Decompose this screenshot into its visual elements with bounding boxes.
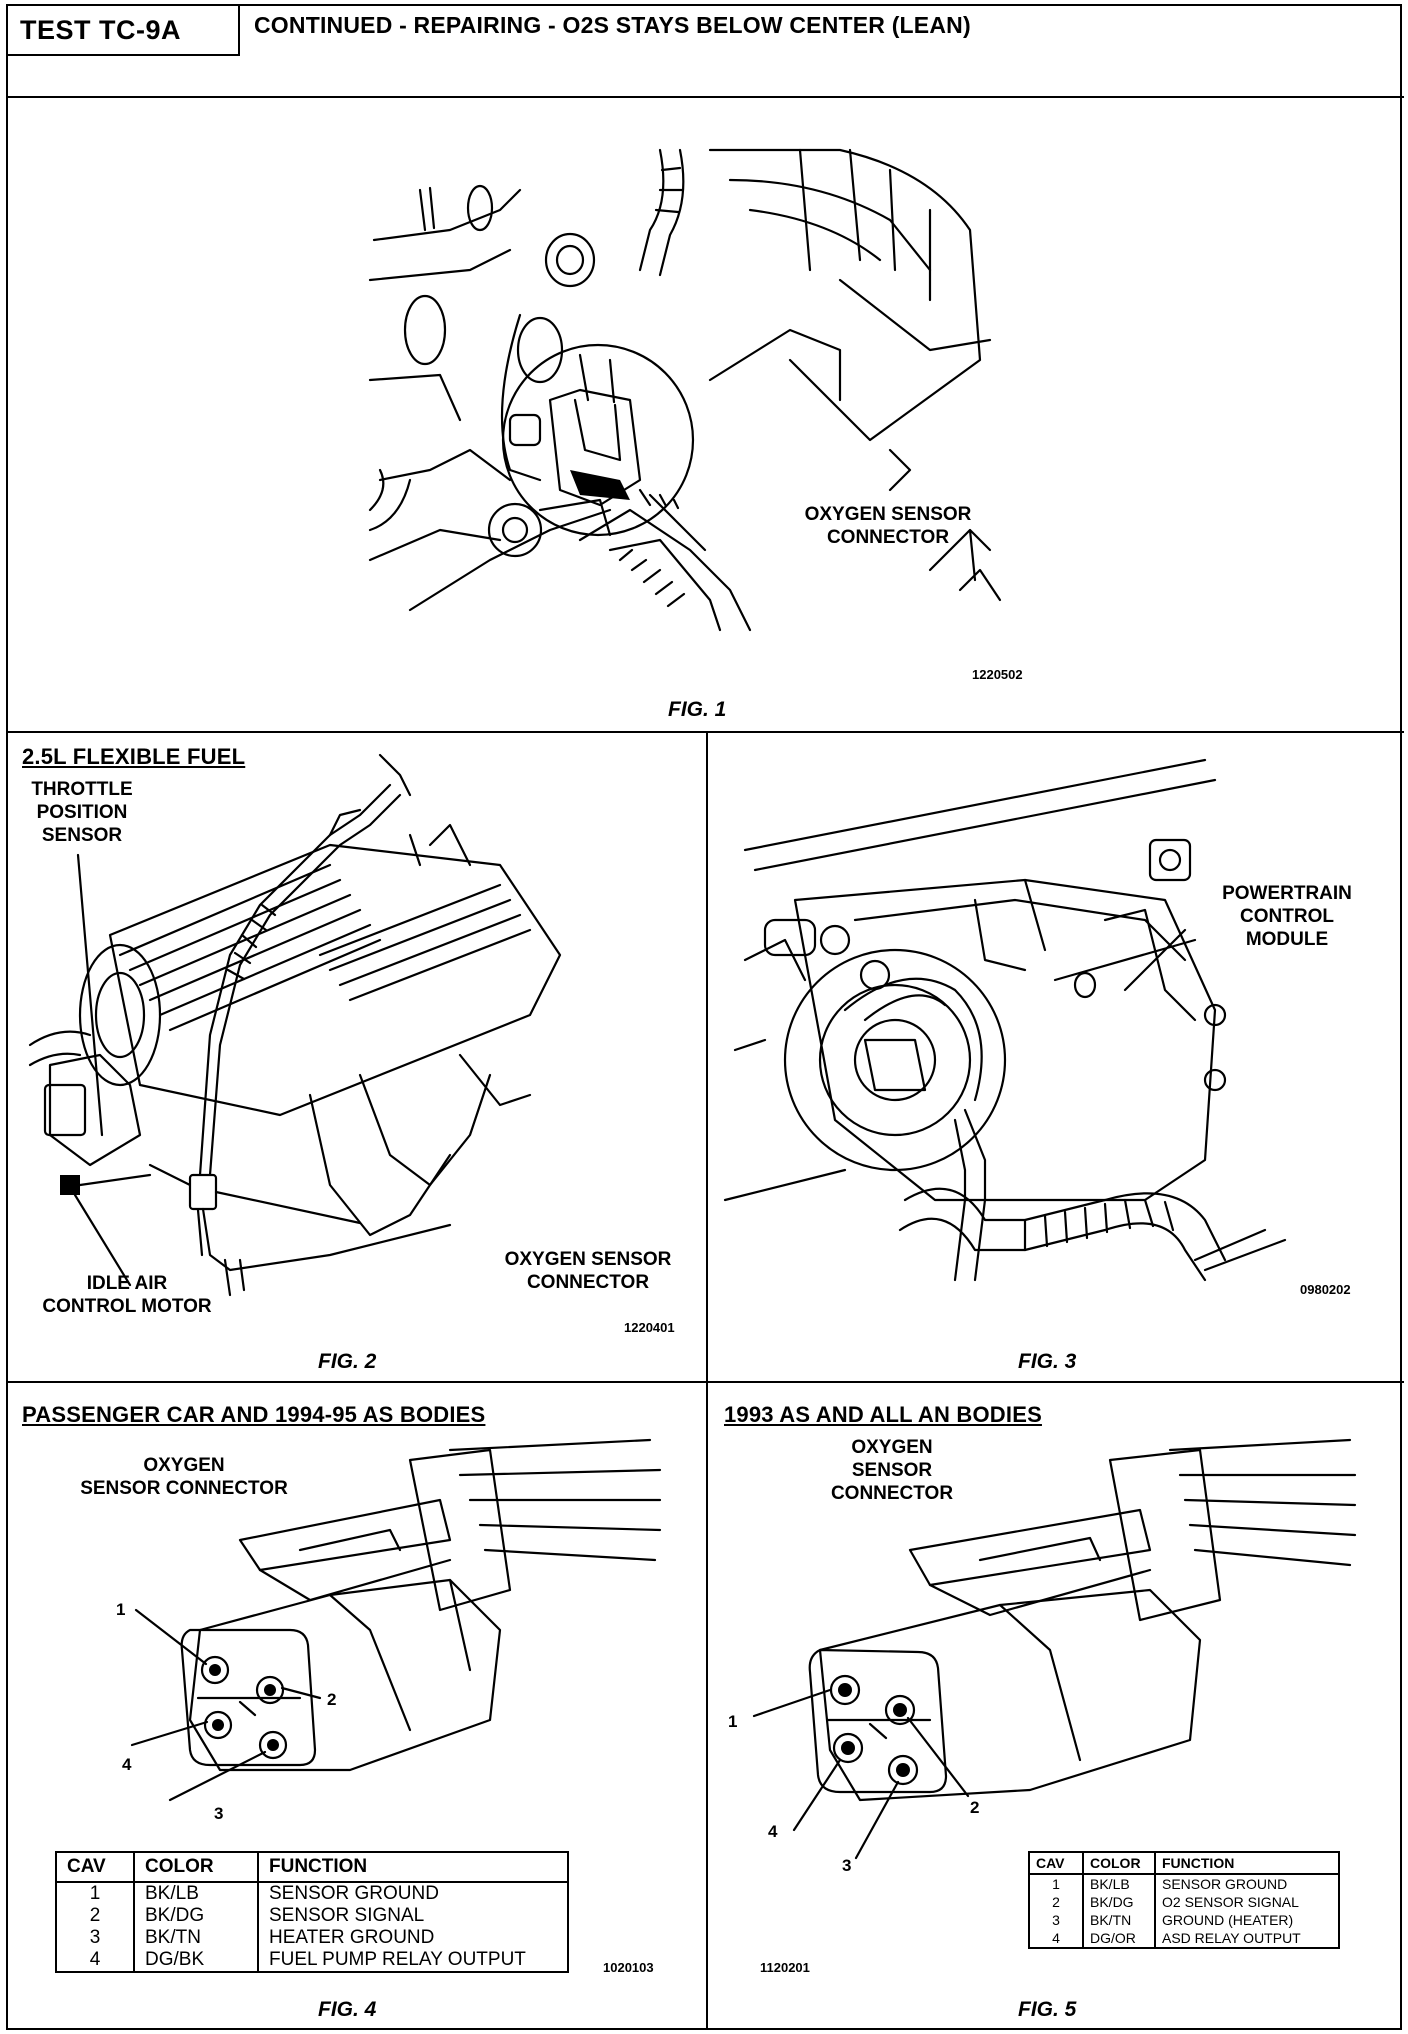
fig4-pin-3: 3 [214,1804,224,1823]
header-divider [6,96,1404,98]
page-frame [6,4,1402,2030]
fig5-cav: 4 [1029,1929,1084,1948]
fig5-color: DG/OR [1083,1929,1156,1948]
row1-divider [6,731,1404,733]
fig4-cavity-table: CAV COLOR FUNCTION 1 BK/LB SENSOR GROUND… [55,1851,569,1973]
fig4-function: HEATER GROUND [269,1927,435,1948]
table-row: 1 BK/LB SENSOR GROUND [1029,1874,1339,1893]
fig1-code: 1220502 [972,667,1023,682]
fig4-code: 1020103 [603,1960,654,1975]
fig4-color: BK/LB [134,1882,259,1905]
table-row: 2 BK/DG O2 SENSOR SIGNAL [1029,1893,1339,1911]
fig5-function: GROUND (HEATER) [1162,1912,1294,1928]
fig5-cavity-table: CAV COLOR FUNCTION 1 BK/LB SENSOR GROUND… [1028,1851,1340,1949]
fig2-caption: FIG. 2 [318,1350,377,1373]
fig5-code: 1120201 [760,1960,810,1975]
fig5-col-function: FUNCTION [1155,1852,1339,1875]
fig4-connector-illustration [130,1438,662,1802]
test-id: TEST TC-9A [8,6,240,56]
fig4-cav: 1 [56,1882,135,1905]
fig4-cav: 4 [56,1949,135,1972]
fig5-col-color: COLOR [1083,1852,1156,1875]
fig5-col-cav: CAV [1029,1852,1084,1875]
fig1-caption: FIG. 1 [668,698,727,721]
fig5-pin-1: 1 [728,1712,738,1731]
fig3-code: 0980202 [1300,1282,1351,1297]
fig5-function: SENSOR GROUND [1162,1876,1288,1892]
fig4-col-cav: CAV [56,1852,135,1883]
fig5-color: BK/LB [1083,1874,1156,1893]
fig4-section-title: PASSENGER CAR AND 1994-95 AS BODIES [22,1402,486,1427]
fig4-col-color: COLOR [134,1852,259,1883]
fig5-pin-3: 3 [842,1856,852,1875]
fig5-caption: FIG. 5 [1018,1998,1077,2021]
fig4-cav: 2 [56,1905,135,1927]
fig4-function: SENSOR SIGNAL [269,1905,425,1926]
fig4-function: FUEL PUMP RELAY OUTPUT [269,1949,526,1970]
fig4-function: SENSOR GROUND [269,1883,439,1904]
table-row: 4 DG/OR ASD RELAY OUTPUT [1029,1929,1339,1948]
fig5-color: BK/DG [1083,1893,1156,1911]
fig2-code: 1220401 [624,1320,675,1335]
fig4-color: DG/BK [134,1949,259,1972]
fig5-color: BK/TN [1083,1911,1156,1929]
fig4-col-function: FUNCTION [258,1852,568,1883]
fig5-function: O2 SENSOR SIGNAL [1162,1894,1299,1910]
fig5-connector-illustration [752,1438,1357,1860]
fig4-pin-1: 1 [116,1600,126,1619]
fig5-function: ASD RELAY OUTPUT [1162,1930,1301,1946]
fig4-pin-2: 2 [327,1690,337,1709]
table-row: 4 DG/BK FUEL PUMP RELAY OUTPUT [56,1949,568,1972]
fig3-caption: FIG. 3 [1018,1350,1077,1373]
fig5-pin-2: 2 [970,1798,980,1817]
fig4-cav: 3 [56,1927,135,1949]
fig4-color: BK/DG [134,1905,259,1927]
fig2-section-title: 2.5L FLEXIBLE FUEL [22,744,246,769]
page-title: CONTINUED - REPAIRING - O2S STAYS BELOW … [254,12,971,38]
fig1-engine-illustration [368,148,1002,632]
fig5-cav: 3 [1029,1911,1084,1929]
row2-divider [6,1381,1404,1383]
fig4-pin-4: 4 [122,1755,132,1774]
fig4-color: BK/TN [134,1927,259,1949]
table-row: 1 BK/LB SENSOR GROUND [56,1882,568,1905]
fig5-pin-4: 4 [768,1822,778,1841]
fig5-cav: 2 [1029,1893,1084,1911]
column-divider [706,731,708,2030]
fig3-pcm-illustration [723,758,1287,1282]
fig5-section-title: 1993 AS AND ALL AN BODIES [724,1402,1042,1427]
fig2-engine-illustration [28,753,562,1297]
table-row: 3 BK/TN GROUND (HEATER) [1029,1911,1339,1929]
fig4-caption: FIG. 4 [318,1998,377,2021]
fig5-cav: 1 [1029,1874,1084,1893]
table-row: 2 BK/DG SENSOR SIGNAL [56,1905,568,1927]
table-row: 3 BK/TN HEATER GROUND [56,1927,568,1949]
